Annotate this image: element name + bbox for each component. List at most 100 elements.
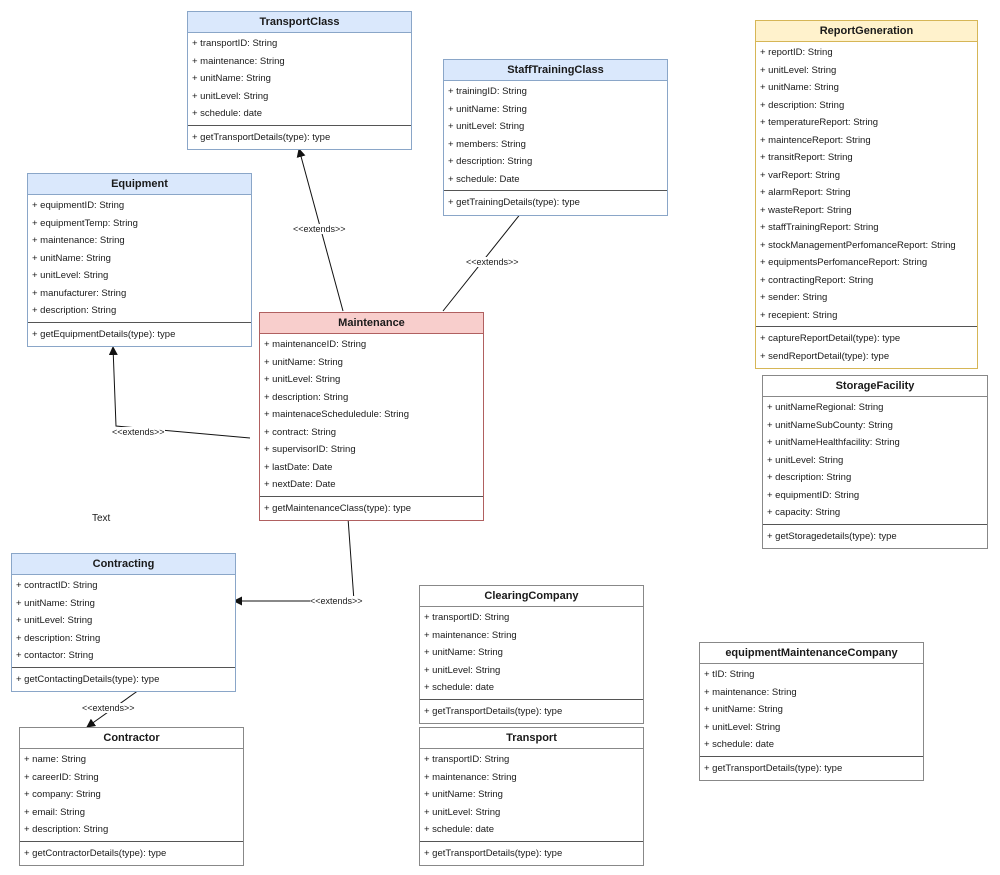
operation-row: + getContactingDetails(type): type <box>16 673 160 685</box>
free-text-label: Text <box>92 513 111 524</box>
attribute-row: + description: String <box>16 632 101 644</box>
operation-row: + getStoragedetails(type): type <box>767 530 897 542</box>
attribute-row: + maintenance: String <box>704 686 797 698</box>
attribute-row: + email: String <box>24 806 85 818</box>
attribute-row: + unitName: String <box>424 647 503 658</box>
compartment-divider <box>420 840 643 842</box>
attribute-row: + transportID: String <box>192 38 278 49</box>
attribute-row: + capacity: String <box>767 507 841 518</box>
operation-row: + getContractorDetails(type): type <box>24 847 167 859</box>
operations-compartment: + captureReportDetail(type): type+ sendR… <box>756 327 977 368</box>
attribute-row: + transitReport: String <box>760 152 853 163</box>
attribute-row: + maintenance: String <box>192 55 285 67</box>
attribute-row: + contract: String <box>264 426 337 438</box>
attribute-row: + schedule: date <box>704 739 774 750</box>
compartment-divider <box>12 666 235 668</box>
attributes-compartment: + trainingID: String + unitName: String + … <box>444 81 667 190</box>
compartment-divider <box>20 840 243 842</box>
attribute-row: + description: String <box>448 156 533 167</box>
attribute-row: + description: String <box>767 472 852 483</box>
class-name: ReportGeneration <box>756 21 977 42</box>
attribute-row: + trainingID: String <box>448 86 527 97</box>
operations-compartment: + getEquipmentDetails(type): type <box>28 323 251 347</box>
attribute-row: + unitName: String <box>264 356 343 368</box>
operation-row: + getTransportDetails(type): type <box>192 131 331 143</box>
attribute-row: + manufacturer: String <box>32 287 127 299</box>
class-equipment[interactable]: Equipment+ equipmentID: String+ equipmen… <box>27 173 252 347</box>
class-clearing-company[interactable]: ClearingCompany+ transportID: String+ ma… <box>419 585 644 724</box>
class-transport[interactable]: Transport+ transportID: String+ maintena… <box>419 727 644 866</box>
attribute-row: + equipmentID: String <box>767 489 860 501</box>
attributes-compartment: + maintenanceID: String + unitName: Strin… <box>260 334 483 496</box>
attribute-row: + unitLevel: String <box>424 664 501 676</box>
class-name: ClearingCompany <box>420 586 643 607</box>
attributes-compartment: + transportID: String+ maintenance: Stri… <box>420 607 643 699</box>
operations-compartment: + getContactingDetails(type): type <box>12 668 235 692</box>
operations-compartment: + getMaintenanceClass(type): type <box>260 497 483 521</box>
operations-compartment: + getTransportDetails(type): type <box>700 757 923 781</box>
class-name: Contractor <box>20 728 243 749</box>
attribute-row: + careerID: String <box>24 771 99 783</box>
attribute-row: + unitLevel: String <box>760 64 837 76</box>
attribute-row: + unitName: String <box>32 252 111 264</box>
operation-row: + sendReportDetail(type): type <box>760 350 890 362</box>
edge-label-transport-class: <<extends>> <box>293 224 346 234</box>
class-name: StaffTrainingClass <box>444 60 667 81</box>
operation-row: + getTransportDetails(type): type <box>424 705 563 717</box>
attribute-row: + members: String <box>448 138 526 150</box>
class-name: equipmentMaintenanceCompany <box>700 643 923 664</box>
attribute-row: + sender: String <box>760 292 828 303</box>
attribute-row: + schedule: date <box>424 824 494 835</box>
attribute-row: + unitName: String <box>192 73 271 84</box>
attribute-row: + equipmentTemp: String <box>32 217 138 229</box>
attribute-row: + nextDate: Date <box>264 479 336 490</box>
attribute-row: + temperatureReport: String <box>760 117 879 128</box>
attribute-row: + varReport: String <box>760 169 840 181</box>
class-report-generation[interactable]: ReportGeneration + reportID: String + unit… <box>755 20 978 369</box>
attribute-row: + unitName: String <box>760 82 839 93</box>
attribute-row: + schedule: date <box>424 682 494 693</box>
class-contracting[interactable]: Contracting+ contractID: String+ unitNam… <box>11 553 236 692</box>
attribute-row: + transportID: String <box>424 754 510 765</box>
attribute-row: + maintenance: String <box>32 235 125 246</box>
class-contractor[interactable]: Contractor + name: String + careerID: Stri… <box>19 727 244 866</box>
attribute-row: + unitNameHealthfacility: String <box>767 437 900 448</box>
class-maintenance[interactable]: Maintenance + maintenanceID: String + unit… <box>259 312 484 521</box>
attribute-row: + unitName: String <box>424 789 503 800</box>
operation-row: + getMaintenanceClass(type): type <box>264 502 412 514</box>
attribute-row: + unitLevel: String <box>16 615 93 626</box>
edge-label-staff-training: <<extends>> <box>466 257 519 267</box>
attribute-row: + maintenanceID: String <box>264 339 367 350</box>
attribute-row: + unitLevel: String <box>704 721 781 733</box>
attribute-row: + name: String <box>24 754 87 765</box>
class-name: Maintenance <box>260 313 483 334</box>
class-name: Equipment <box>28 174 251 195</box>
attributes-compartment: + equipmentID: String+ equipmentTemp: St… <box>28 195 251 322</box>
operation-row: + getTransportDetails(type): type <box>424 847 563 859</box>
attribute-row: + unitLevel: String <box>448 121 525 132</box>
class-equipment-maintenance-company[interactable]: equipmentMaintenanceCompany+ tID: String… <box>699 642 924 781</box>
attribute-row: + unitNameSubCounty: String <box>767 419 893 431</box>
attribute-row: + description: String <box>24 824 109 835</box>
attribute-row: + contractID: String <box>16 580 98 591</box>
attribute-row: + unitNameRegional: String <box>767 402 884 413</box>
operations-compartment: + getTrainingDetails(type): type <box>444 191 667 215</box>
compartment-divider <box>444 190 667 191</box>
attribute-row: + schedule: Date <box>448 173 520 185</box>
attribute-row: + unitLevel: String <box>767 454 844 466</box>
compartment-divider <box>188 124 411 126</box>
operations-compartment: + getContractorDetails(type): type <box>20 842 243 866</box>
operations-compartment: + getTransportDetails(type): type <box>420 700 643 724</box>
class-staff-training-class[interactable]: StaffTrainingClass+ trainingID: String+ … <box>443 59 668 216</box>
class-transport-class[interactable]: TransportClass + transportID: String + mai… <box>187 11 412 150</box>
class-name: TransportClass <box>188 12 411 33</box>
attributes-compartment: + name: String+ careerID: String+ compan… <box>20 749 243 841</box>
class-storage-facility[interactable]: StorageFacility+ unitNameRegional: Strin… <box>762 375 988 549</box>
edge-label-contractor: <<extends>> <box>82 703 135 713</box>
attribute-row: + reportID: String <box>760 47 833 58</box>
attribute-row: + unitName: String <box>448 103 527 115</box>
attribute-row: + alarmReport: String <box>760 187 851 198</box>
edge-label-contracting: <<extends>> <box>310 596 363 606</box>
attributes-compartment: + reportID: String + unitLevel: String + u… <box>756 42 977 326</box>
